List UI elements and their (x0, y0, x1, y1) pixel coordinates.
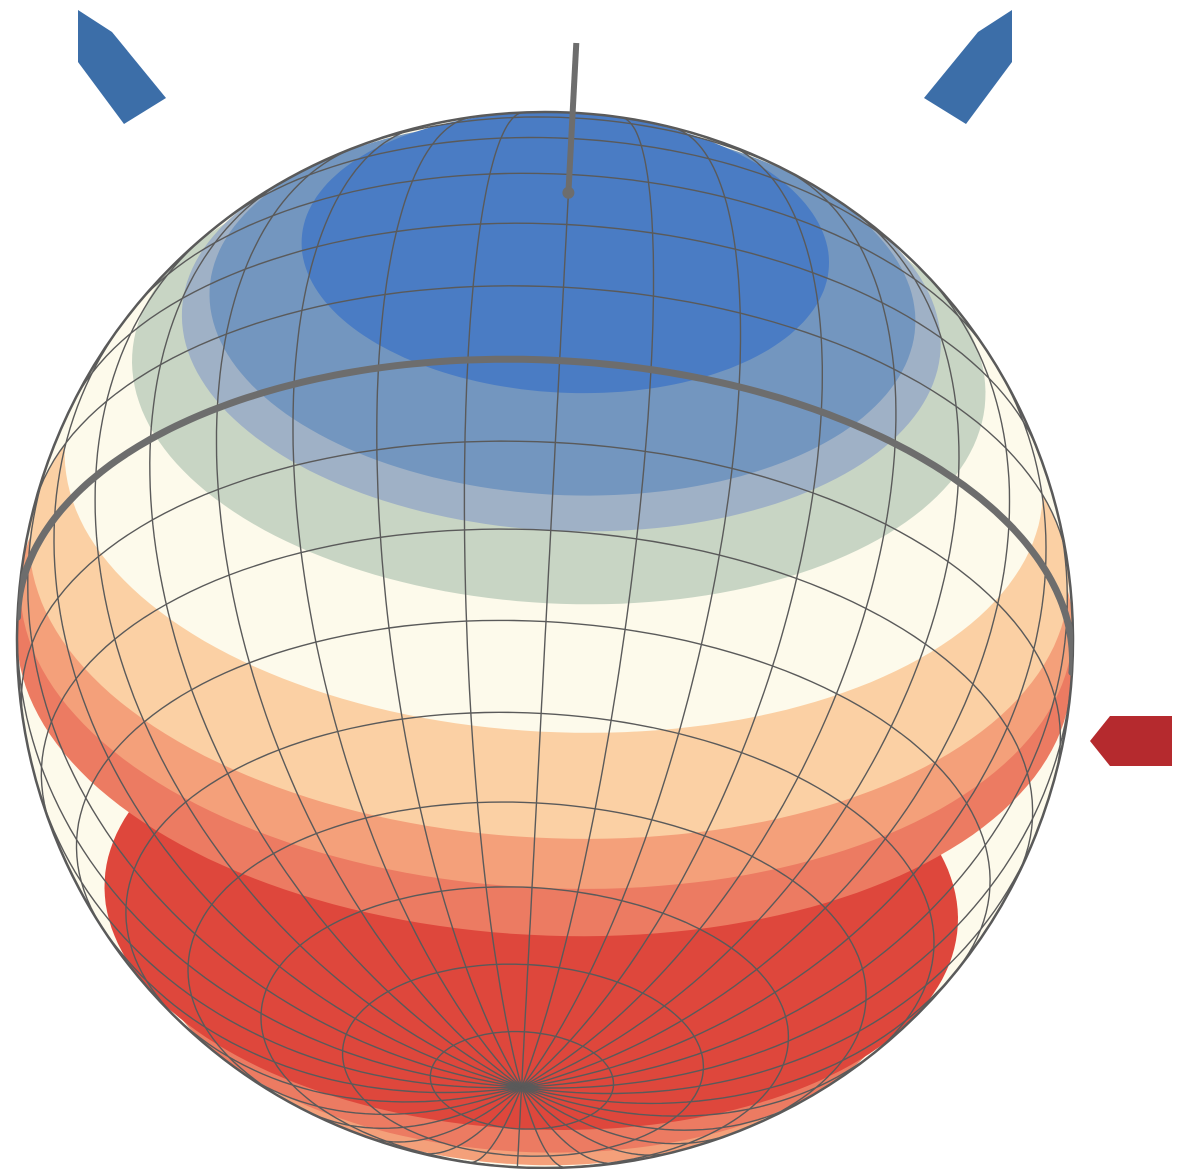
meridian-line (521, 817, 1043, 1095)
meridian-line (521, 206, 960, 1088)
meridian-line (521, 1086, 808, 1131)
arrows (78, 10, 1172, 766)
meridian-line (521, 168, 897, 1088)
meridian-line (521, 1086, 621, 1165)
meridian-line (521, 1086, 741, 1145)
meridian-line (521, 950, 972, 1105)
incoming-arrow-top-left (78, 10, 166, 124)
meridian-line (363, 1086, 523, 1143)
rotation-axis-line (565, 42, 580, 193)
meridian-line (521, 1041, 888, 1117)
meridian-line (31, 764, 522, 1089)
incoming-arrow-top-right (924, 10, 1012, 124)
meridian-line (521, 355, 1047, 1088)
meridian-line (520, 116, 655, 1088)
meridian-line (467, 1086, 523, 1164)
north-pole-point (562, 186, 575, 199)
meridian-line (215, 145, 523, 1088)
meridian-line (521, 268, 1011, 1088)
incoming-arrow-right (1090, 716, 1172, 766)
meridian-line (463, 112, 525, 1088)
meridian-line (516, 1087, 523, 1168)
meridian-line (53, 310, 522, 1088)
meridian-line (149, 176, 522, 1088)
meridian-line (162, 1003, 522, 1103)
meridian-line (521, 126, 742, 1088)
meridian-line (94, 230, 522, 1088)
equator-line (17, 355, 1073, 676)
meridian-line (235, 1067, 522, 1116)
meridian-line (521, 655, 1073, 1089)
meridian-line (520, 1087, 568, 1168)
rotation-axis (562, 42, 580, 199)
meridian-line (415, 1086, 523, 1155)
equator (17, 355, 1073, 676)
meridian-line (376, 116, 523, 1088)
meridian-line (299, 1086, 522, 1130)
meridian-line (521, 1086, 674, 1156)
meridian-line (87, 904, 522, 1094)
meridian-line (292, 127, 523, 1088)
meridian-line (17, 600, 522, 1088)
meridian-line (521, 143, 823, 1088)
